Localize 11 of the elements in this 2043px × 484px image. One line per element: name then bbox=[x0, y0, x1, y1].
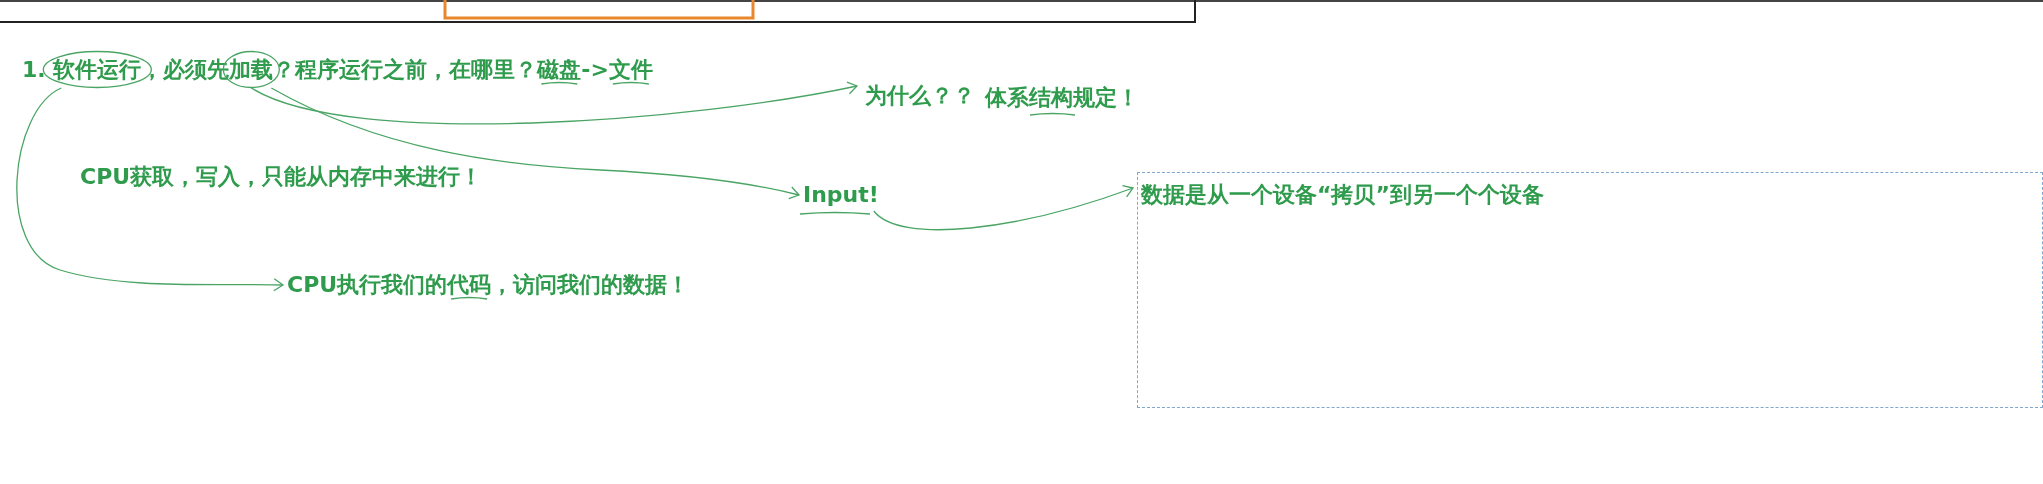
arrow bbox=[16, 87, 284, 292]
answer-text: 体系结构规定！ bbox=[985, 84, 1139, 112]
arrow bbox=[270, 87, 800, 200]
arrow bbox=[250, 81, 858, 125]
box-text: 数据是从一个设备“拷贝”到另一个个设备 bbox=[1141, 181, 1544, 209]
input-text: Input! bbox=[803, 181, 879, 209]
question-text: 为什么？？ bbox=[865, 82, 975, 110]
text-box bbox=[1137, 172, 2043, 408]
arrow bbox=[873, 184, 1134, 231]
statement-text: CPU执行我们的代码，访问我们的数据！ bbox=[287, 271, 690, 299]
note-text: CPU获取，写入，只能从内存中来进行！ bbox=[80, 163, 483, 191]
